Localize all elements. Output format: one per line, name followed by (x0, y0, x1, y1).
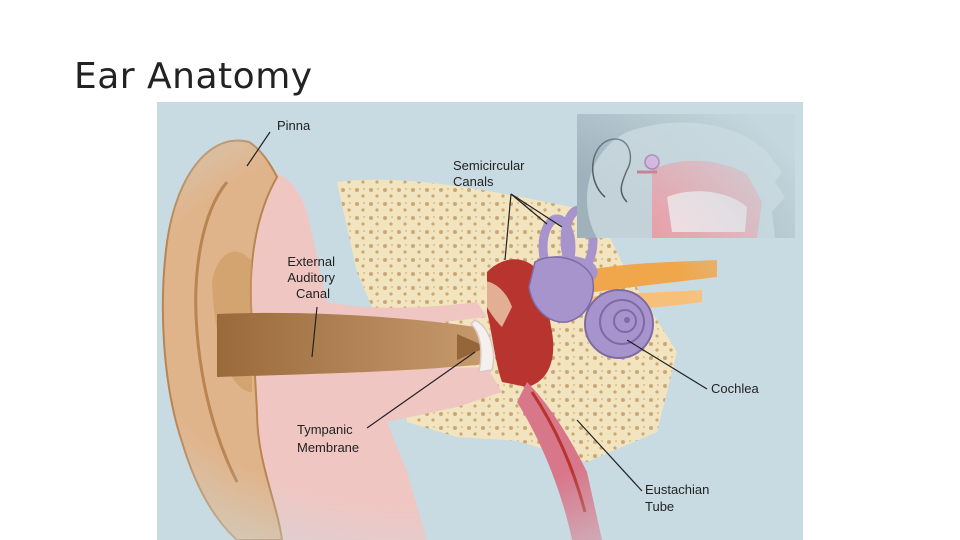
label-eustachian-tube-line2: Tube (645, 499, 674, 514)
label-pinna: Pinna (277, 118, 311, 133)
label-tympanic-membrane-line1: Tympanic (297, 422, 353, 437)
leader-lines (246, 131, 708, 492)
label-eustachian-tube: Eustachian Tube (645, 482, 713, 514)
label-tympanic-membrane-line2: Membrane (297, 440, 359, 455)
label-semicircular-canals-line1: Semicircular (453, 158, 525, 173)
slide-title: Ear Anatomy (74, 56, 313, 97)
label-cochlea: Cochlea (711, 381, 759, 396)
label-semicircular-canals-line2: Canals (453, 174, 494, 189)
label-external-auditory-canal-line3: Canal (296, 286, 330, 301)
label-external-auditory-canal-line1: External (287, 254, 335, 269)
ear-anatomy-diagram: Pinna Semicircular Canals External Audit… (157, 102, 803, 540)
label-external-auditory-canal: External Auditory Canal (287, 254, 338, 301)
label-eustachian-tube-line1: Eustachian (645, 482, 709, 497)
edge-fade (157, 102, 803, 540)
label-semicircular-canals: Semicircular Canals (453, 158, 528, 189)
label-external-auditory-canal-line2: Auditory (287, 270, 335, 285)
label-tympanic-membrane: Tympanic Membrane (297, 422, 359, 455)
